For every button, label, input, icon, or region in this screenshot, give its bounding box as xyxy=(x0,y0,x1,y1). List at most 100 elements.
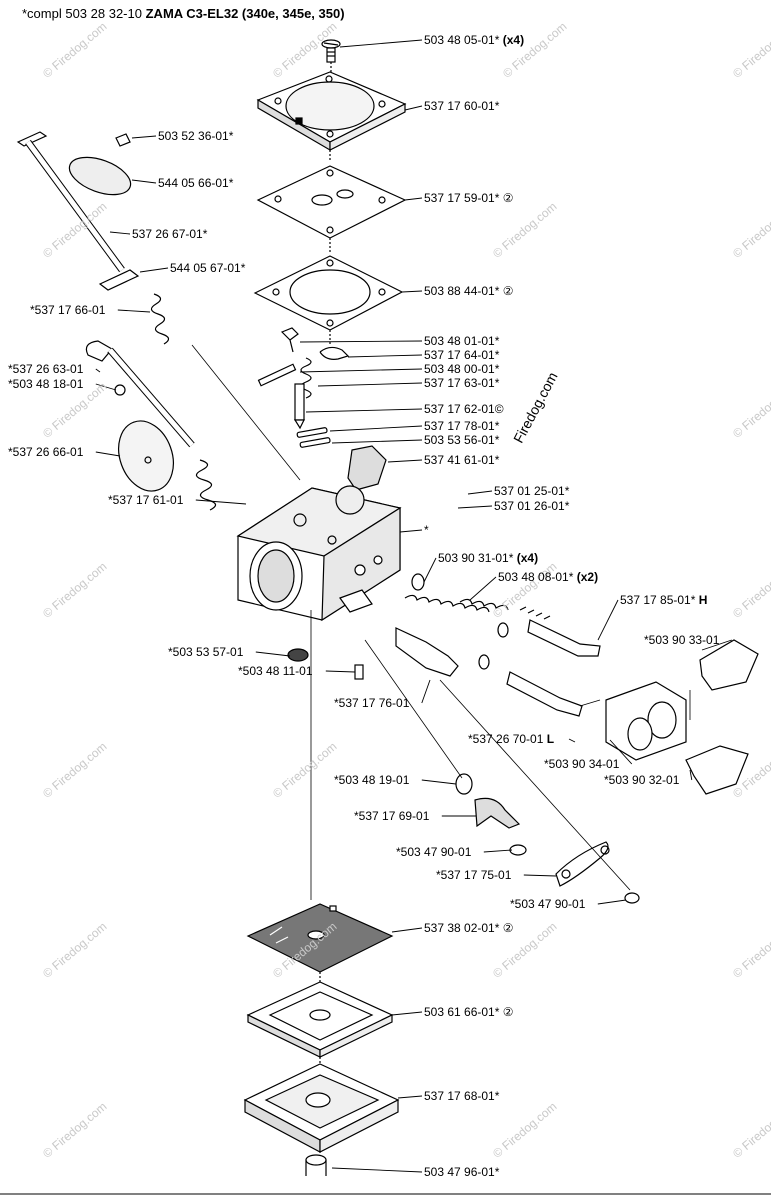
leader-line xyxy=(609,739,633,765)
part-label: * xyxy=(424,523,429,537)
part-label: 537 01 25-01* xyxy=(494,484,569,498)
bottom-screw xyxy=(305,1154,327,1166)
part-number: 503 53 56-01* xyxy=(424,433,500,447)
leader-line xyxy=(95,383,117,391)
leader-line xyxy=(391,1011,423,1016)
leader-line xyxy=(404,105,423,111)
part-label: 503 48 00-01* xyxy=(424,362,499,376)
leader-line xyxy=(421,779,457,785)
part-number: *503 47 90-01 xyxy=(396,845,472,859)
part-label: 503 48 01-01* xyxy=(424,334,499,348)
part-number: *503 90 32-01 xyxy=(604,773,680,787)
leader-line xyxy=(597,899,627,905)
part-label: 537 17 85-01* H xyxy=(620,593,707,607)
part-label: 503 48 05-01* (x4) xyxy=(424,33,524,47)
part-number: 537 17 59-01* ② xyxy=(424,191,514,205)
bottom-gasket xyxy=(246,981,394,1058)
lever-arm xyxy=(455,773,527,856)
part-label: *503 47 90-01 xyxy=(396,845,471,859)
part-label: *503 90 33-01 xyxy=(644,633,719,647)
part-quantity: (x4) xyxy=(499,33,525,47)
part-label: *503 90 34-01 xyxy=(544,757,619,771)
leader-line xyxy=(195,499,247,505)
part-label: 537 17 64-01* xyxy=(424,348,499,362)
part-label: 544 05 67-01* xyxy=(170,261,245,275)
part-number: 503 52 36-01* xyxy=(158,129,234,143)
part-label: *503 90 32-01 xyxy=(604,773,679,787)
leader-line xyxy=(457,505,493,509)
part-label: 537 17 59-01* ② xyxy=(424,191,514,205)
part-label: 537 41 61-01* xyxy=(424,453,499,467)
leader-line xyxy=(317,382,423,387)
leader-line xyxy=(568,738,576,743)
part-label: *537 17 61-01 xyxy=(108,493,183,507)
leader-line xyxy=(391,927,423,933)
pump-gasket xyxy=(253,255,404,331)
needle-housing xyxy=(605,681,687,761)
part-number: 537 01 25-01* xyxy=(494,484,570,498)
part-quantity: (x4) xyxy=(513,551,539,565)
part-number: *503 53 57-01 xyxy=(168,645,244,659)
part-number: 537 17 85-01* xyxy=(620,593,696,607)
part-number: 537 17 78-01* xyxy=(424,419,500,433)
leader-line xyxy=(387,459,423,463)
part-label: 544 05 66-01* xyxy=(158,176,233,190)
part-leader-lines xyxy=(95,39,732,1173)
carburetor-body xyxy=(236,485,402,622)
part-number: 537 17 63-01* xyxy=(424,376,500,390)
cover-screw xyxy=(321,39,341,63)
part-label: 503 52 36-01* xyxy=(158,129,233,143)
part-number: *503 90 34-01 xyxy=(544,757,620,771)
leader-line xyxy=(483,849,513,853)
part-number: 537 17 60-01* xyxy=(424,99,500,113)
part-number: 537 41 61-01* xyxy=(424,453,500,467)
part-number: *503 48 19-01 xyxy=(334,773,410,787)
part-label: 537 17 60-01* xyxy=(424,99,499,113)
part-label: *537 17 75-01 xyxy=(436,868,511,882)
part-number: *537 17 61-01 xyxy=(108,493,184,507)
part-label: *537 26 70-01 L xyxy=(468,732,554,746)
leader-line xyxy=(701,639,732,651)
part-number: 503 88 44-01* ② xyxy=(424,284,514,298)
part-number: 503 48 01-01* xyxy=(424,334,500,348)
part-label: *537 26 66-01 xyxy=(8,445,83,459)
leader-line xyxy=(523,874,557,877)
part-quantity: (x2) xyxy=(573,570,599,584)
part-label: 503 53 56-01* xyxy=(424,433,499,447)
part-number: 537 01 26-01* xyxy=(494,499,570,513)
diagram-title: *compl 503 28 32-10 ZAMA C3-EL32 (340e, … xyxy=(22,6,345,21)
leader-line xyxy=(109,231,131,235)
leader-line xyxy=(331,1167,423,1173)
filter-screen xyxy=(287,648,309,662)
part-label: 503 90 31-01* (x4) xyxy=(438,551,538,565)
title-prefix: *compl 503 28 32-10 xyxy=(22,6,142,21)
part-number: *503 90 33-01 xyxy=(644,633,720,647)
leader-line xyxy=(95,451,121,457)
part-label: 537 38 02-01* ② xyxy=(424,921,514,935)
leader-line xyxy=(299,368,423,373)
part-number: *503 48 18-01 xyxy=(8,377,84,391)
part-label: *537 17 76-01 xyxy=(334,696,409,710)
part-number: 537 26 67-01* xyxy=(132,227,208,241)
leader-line xyxy=(399,529,423,533)
pump-cover xyxy=(256,71,407,152)
metering-lever-parts xyxy=(257,327,387,491)
leader-line xyxy=(331,439,423,444)
part-quantity: L xyxy=(543,732,555,746)
part-number: 503 48 00-01* xyxy=(424,362,500,376)
part-number: *503 47 90-01 xyxy=(510,897,586,911)
leader-line xyxy=(597,599,619,641)
part-number: 503 48 05-01* xyxy=(424,33,500,47)
leader-line xyxy=(329,425,423,432)
part-label: *503 48 11-01 xyxy=(238,664,313,678)
leader-line xyxy=(325,670,356,673)
part-number: *537 26 70-01 xyxy=(468,732,544,746)
part-label: *503 53 57-01 xyxy=(168,645,243,659)
leader-line xyxy=(689,769,693,781)
part-number: 537 17 62-01© xyxy=(424,402,504,416)
part-label: 537 17 62-01© xyxy=(424,402,504,416)
title-model: ZAMA C3-EL32 (340e, 345e, 350) xyxy=(145,6,345,21)
part-number: 537 17 64-01* xyxy=(424,348,500,362)
part-number: *537 17 76-01 xyxy=(334,696,410,710)
